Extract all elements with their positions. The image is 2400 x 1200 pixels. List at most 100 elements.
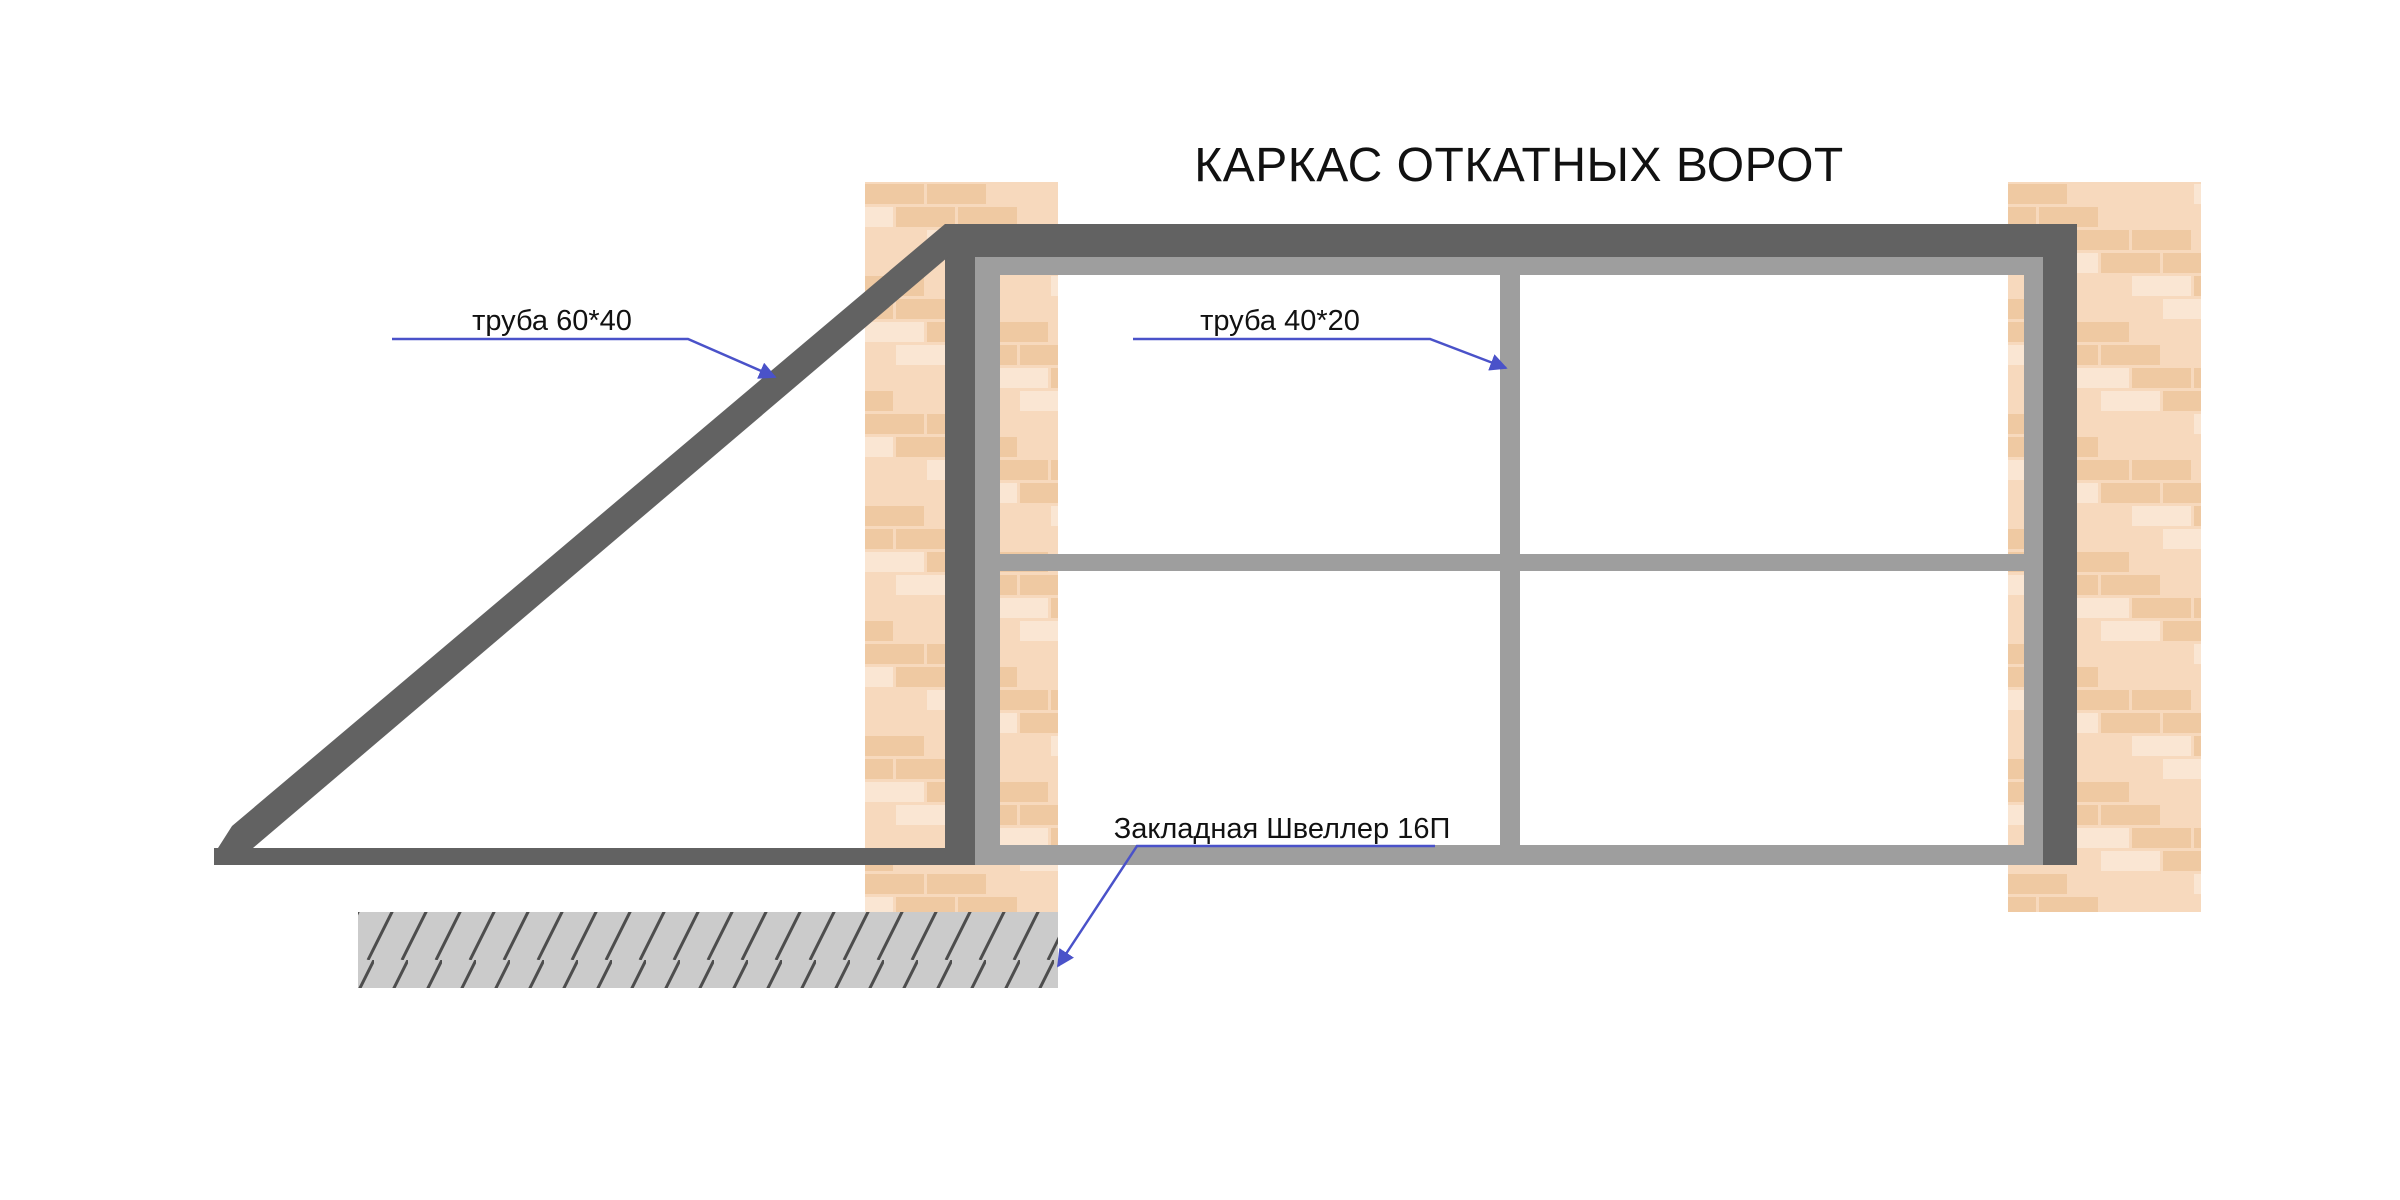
brick [989,276,1048,296]
brick [2070,506,2129,526]
brick [865,552,924,572]
callout-outer-frame: труба 60*40 [392,305,777,379]
brick [865,184,924,204]
brick [865,368,924,388]
brick [1051,644,1058,664]
brick [865,621,893,641]
brick [2194,322,2201,342]
brick [1051,828,1058,848]
brick [2194,230,2201,250]
brick [2070,414,2129,434]
brick [2101,391,2160,411]
brick [2070,322,2129,342]
brick [1020,805,1058,825]
outer-frame [214,224,2077,865]
callout-embed-leader [1056,844,1435,968]
brick [2101,851,2160,871]
brick [865,483,893,503]
brick [2163,391,2201,411]
brick [896,483,955,503]
brick [2132,322,2191,342]
brick [2132,414,2191,434]
brick [989,782,1048,802]
brick [2070,230,2129,250]
inner-frame-top [975,255,2043,275]
brick [865,230,924,250]
callout-inner-frame-label: труба 40*20 [1200,305,1360,337]
brick [865,713,893,733]
outer-frame-right-post [2043,224,2077,865]
inner-frame-horizontal-mid [995,554,2027,571]
brick [2101,621,2160,641]
brick [2194,874,2201,894]
brick [2101,299,2160,319]
brick [896,805,955,825]
brick [2194,690,2201,710]
outer-frame-diagonal-brace [218,224,948,848]
brick [896,207,955,227]
brick [1051,736,1058,756]
brick [2101,253,2160,273]
brick [2163,759,2201,779]
brick [865,874,924,894]
brick [2163,621,2201,641]
brick [865,437,893,457]
brick [865,759,893,779]
brick [2132,552,2191,572]
brick [1020,667,1058,687]
brick [896,575,955,595]
brick [1020,299,1058,319]
brick [927,874,986,894]
brick [2132,782,2191,802]
brick [2163,897,2201,912]
brick [865,207,893,227]
brick [989,598,1048,618]
brick [2132,736,2191,756]
brick [1051,690,1058,710]
brick [2132,828,2191,848]
brick [1051,184,1058,204]
brick [2008,184,2067,204]
brick [865,667,893,687]
brick [2008,874,2067,894]
brick [989,460,1048,480]
outer-frame-top-beam [930,224,2077,257]
brick [2163,851,2201,871]
brick [1051,276,1058,296]
brick [896,437,955,457]
brick [1051,322,1058,342]
brick [989,874,1048,894]
brick [2194,552,2201,572]
brick [1020,391,1058,411]
inner-frame-right [2024,255,2045,865]
brick [896,897,955,912]
brick [896,621,955,641]
brick [2194,276,2201,296]
callout-inner-frame-leader [1133,337,1508,371]
brick [2101,575,2160,595]
callout-embed: Закладная Швеллер 16П [1056,813,1450,968]
brick [2132,598,2191,618]
brick [2070,782,2129,802]
foundation-hatched [358,912,1058,988]
brick [2101,759,2160,779]
brick [958,897,1017,912]
brick [989,736,1048,756]
brick [2194,644,2201,664]
brick [1020,345,1058,365]
brick [1020,897,1058,912]
brick [2163,253,2201,273]
brick [865,506,924,526]
brick [927,184,986,204]
brick [2101,207,2160,227]
brick [2070,598,2129,618]
brick [2194,736,2201,756]
brick [1051,874,1058,894]
brick [2163,667,2201,687]
brick [896,667,955,687]
brick [2194,460,2201,480]
brick [865,391,893,411]
outer-frame-bottom-rail [214,848,975,865]
brick [865,782,924,802]
